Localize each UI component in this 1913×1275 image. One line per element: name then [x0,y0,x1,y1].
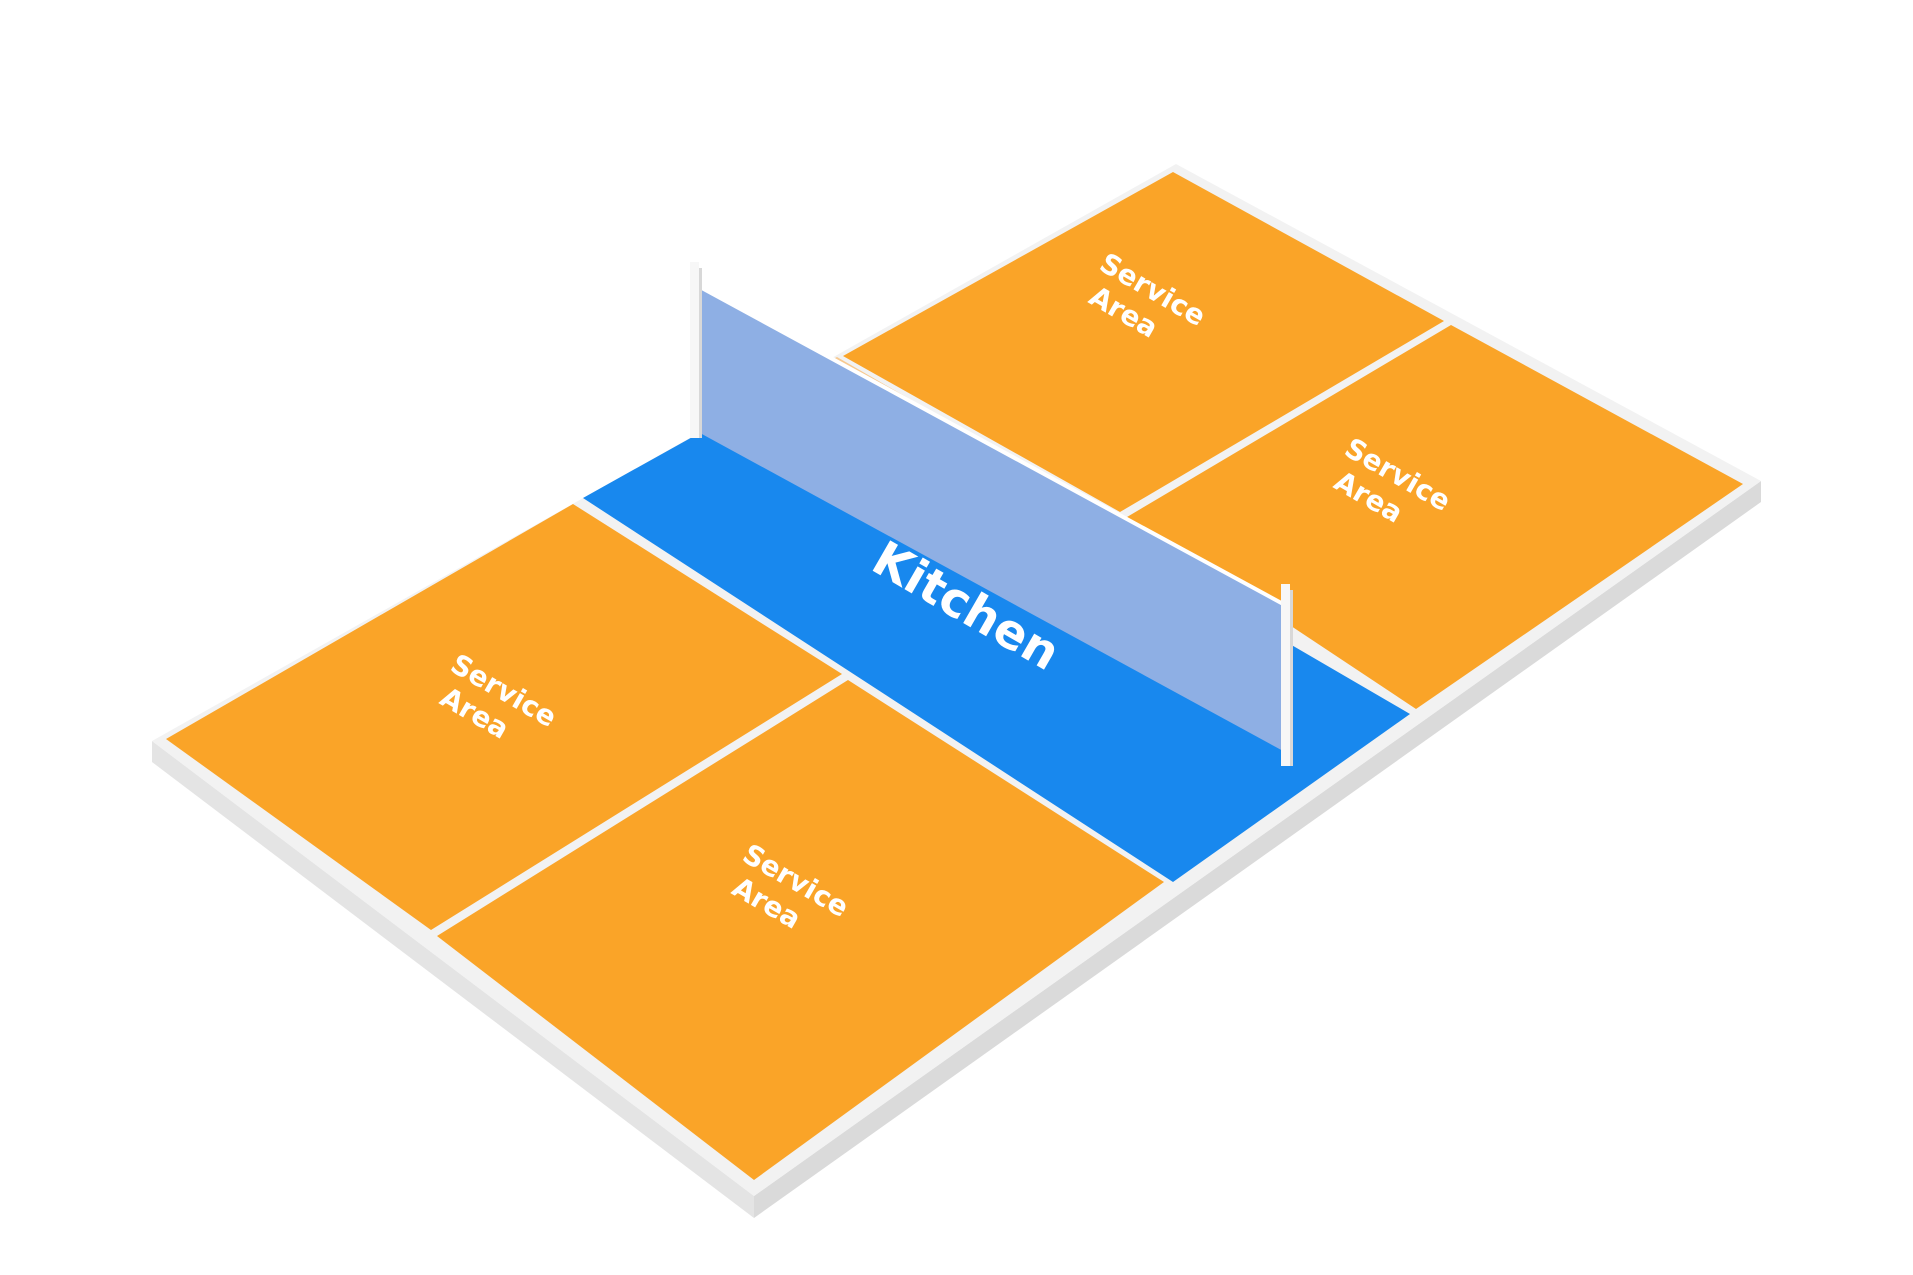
court-base-right-side [754,481,1761,1218]
net-post-left [690,262,702,438]
net-panel [700,287,1285,752]
near-service-area-right [437,680,1164,1180]
near-service-area-left [166,504,842,930]
kitchen-zone [583,368,1410,882]
net-top-cord [699,285,1286,607]
court-base-left-side [152,741,754,1218]
net-post-right [1281,584,1293,766]
far-service-area-left [843,172,1444,512]
